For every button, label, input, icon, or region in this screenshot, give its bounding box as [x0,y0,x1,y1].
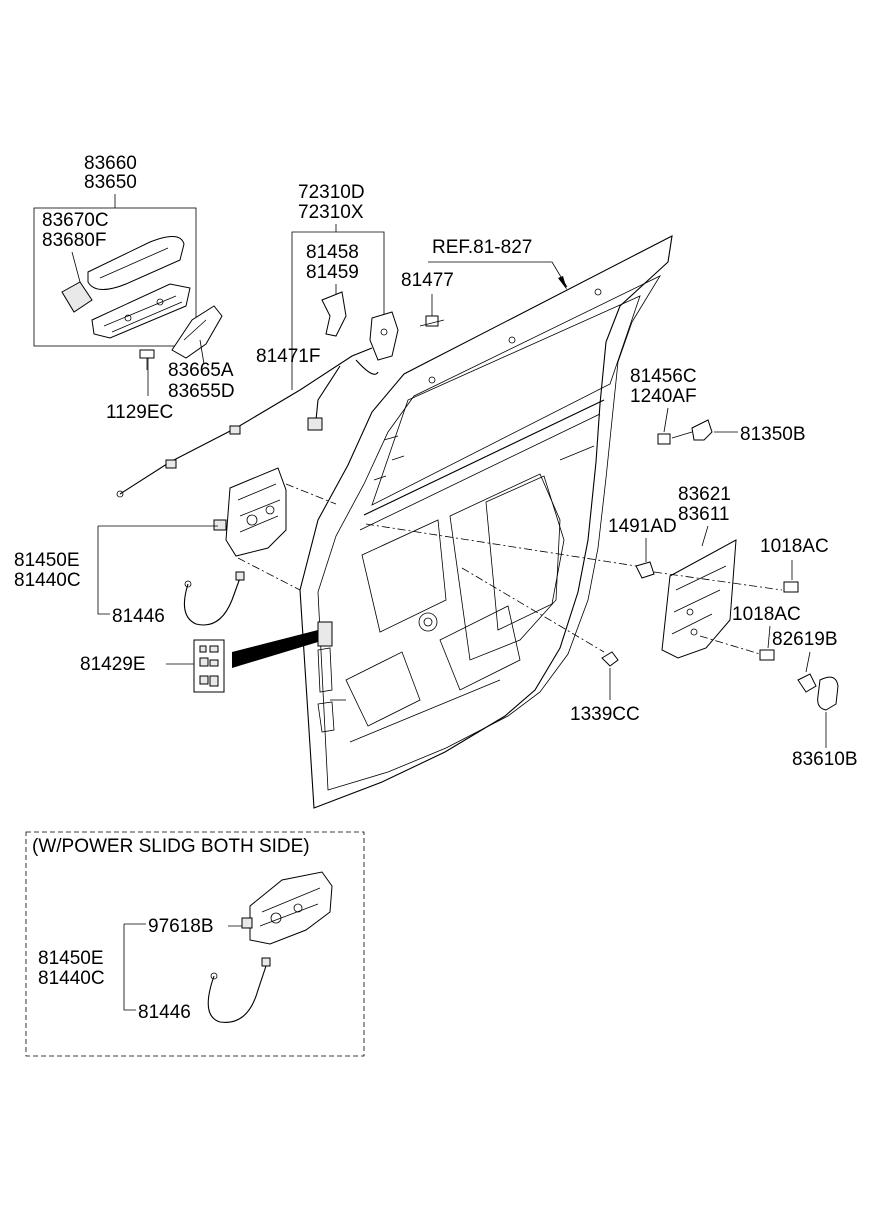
inset-part-label-81446: 81446 [138,1002,191,1023]
screw-1018AC-a [783,581,799,593]
part-label-81458: 81458 [306,242,359,263]
power-slide-inset: (W/POWER SLIDG BOTH SIDE) 97618B 81450E … [25,831,365,1057]
door-trim-panel [661,539,737,659]
part-label-1339CC: 1339CC [570,704,640,725]
inset-part-label-81450E: 81450E [38,948,104,969]
part-label-1129EC: 1129EC [106,402,173,423]
handle-cover-bracket [171,305,223,359]
part-label-83655D: 83655D [168,381,235,402]
part-label-81429E: 81429E [80,654,146,675]
part-label-1240AF: 1240AF [630,386,697,407]
part-label-83670C: 83670C [42,210,109,231]
ref-label: REF.81-827 [432,237,532,258]
caution-label [193,639,225,693]
grip-handle-83610B [817,676,839,711]
bolt-1240AF [657,433,671,445]
part-label-83660: 83660 [84,153,137,174]
latch-cable [183,571,245,626]
part-label-83611: 83611 [678,504,729,525]
handle-bolt [139,349,155,370]
part-label-72310D: 72310D [298,182,365,203]
inset-latch-cable [207,957,271,1023]
outside-handle [61,236,191,339]
part-label-83650: 83650 [84,172,137,193]
part-label-81440C: 81440C [14,570,81,591]
part-label-81450E: 81450E [14,550,80,571]
part-label-82619B: 82619B [772,629,838,650]
control-rod-cable [116,347,379,498]
part-label-81446: 81446 [112,606,165,627]
door-latch-assembly [213,467,287,557]
clip-1491AD [635,561,655,579]
cover-82619B [797,673,817,693]
sliding-door-panel [299,235,673,809]
screw-1018AC-b [759,649,775,661]
stopper-81350B [691,419,713,441]
part-label-81459: 81459 [306,262,359,283]
part-label-81350B: 81350B [740,424,806,445]
part-label-83610B: 83610B [792,749,858,770]
part-label-81456C: 81456C [630,366,697,387]
rod-connector [369,311,399,361]
inset-part-label-81440C: 81440C [38,968,105,989]
part-label-1491AD: 1491AD [608,516,677,537]
nut-1339CC [601,651,619,667]
part-label-81477: 81477 [401,270,454,291]
part-label-1018AC-a: 1018AC [760,536,829,557]
inset-title: (W/POWER SLIDG BOTH SIDE) [32,836,310,857]
part-label-81471F: 81471F [256,346,320,367]
inset-latch-actuator [241,871,333,945]
screw-81477 [419,315,445,327]
part-label-83665A: 83665A [168,360,234,381]
inset-part-label-97618B: 97618B [148,916,214,937]
part-label-72310X: 72310X [298,202,364,223]
part-label-83680F: 83680F [42,230,106,251]
rod-holder-bracket [321,291,347,337]
part-label-1018AC-b: 1018AC [732,604,801,625]
part-label-83621: 83621 [678,484,731,505]
handle-group-box [33,207,197,347]
